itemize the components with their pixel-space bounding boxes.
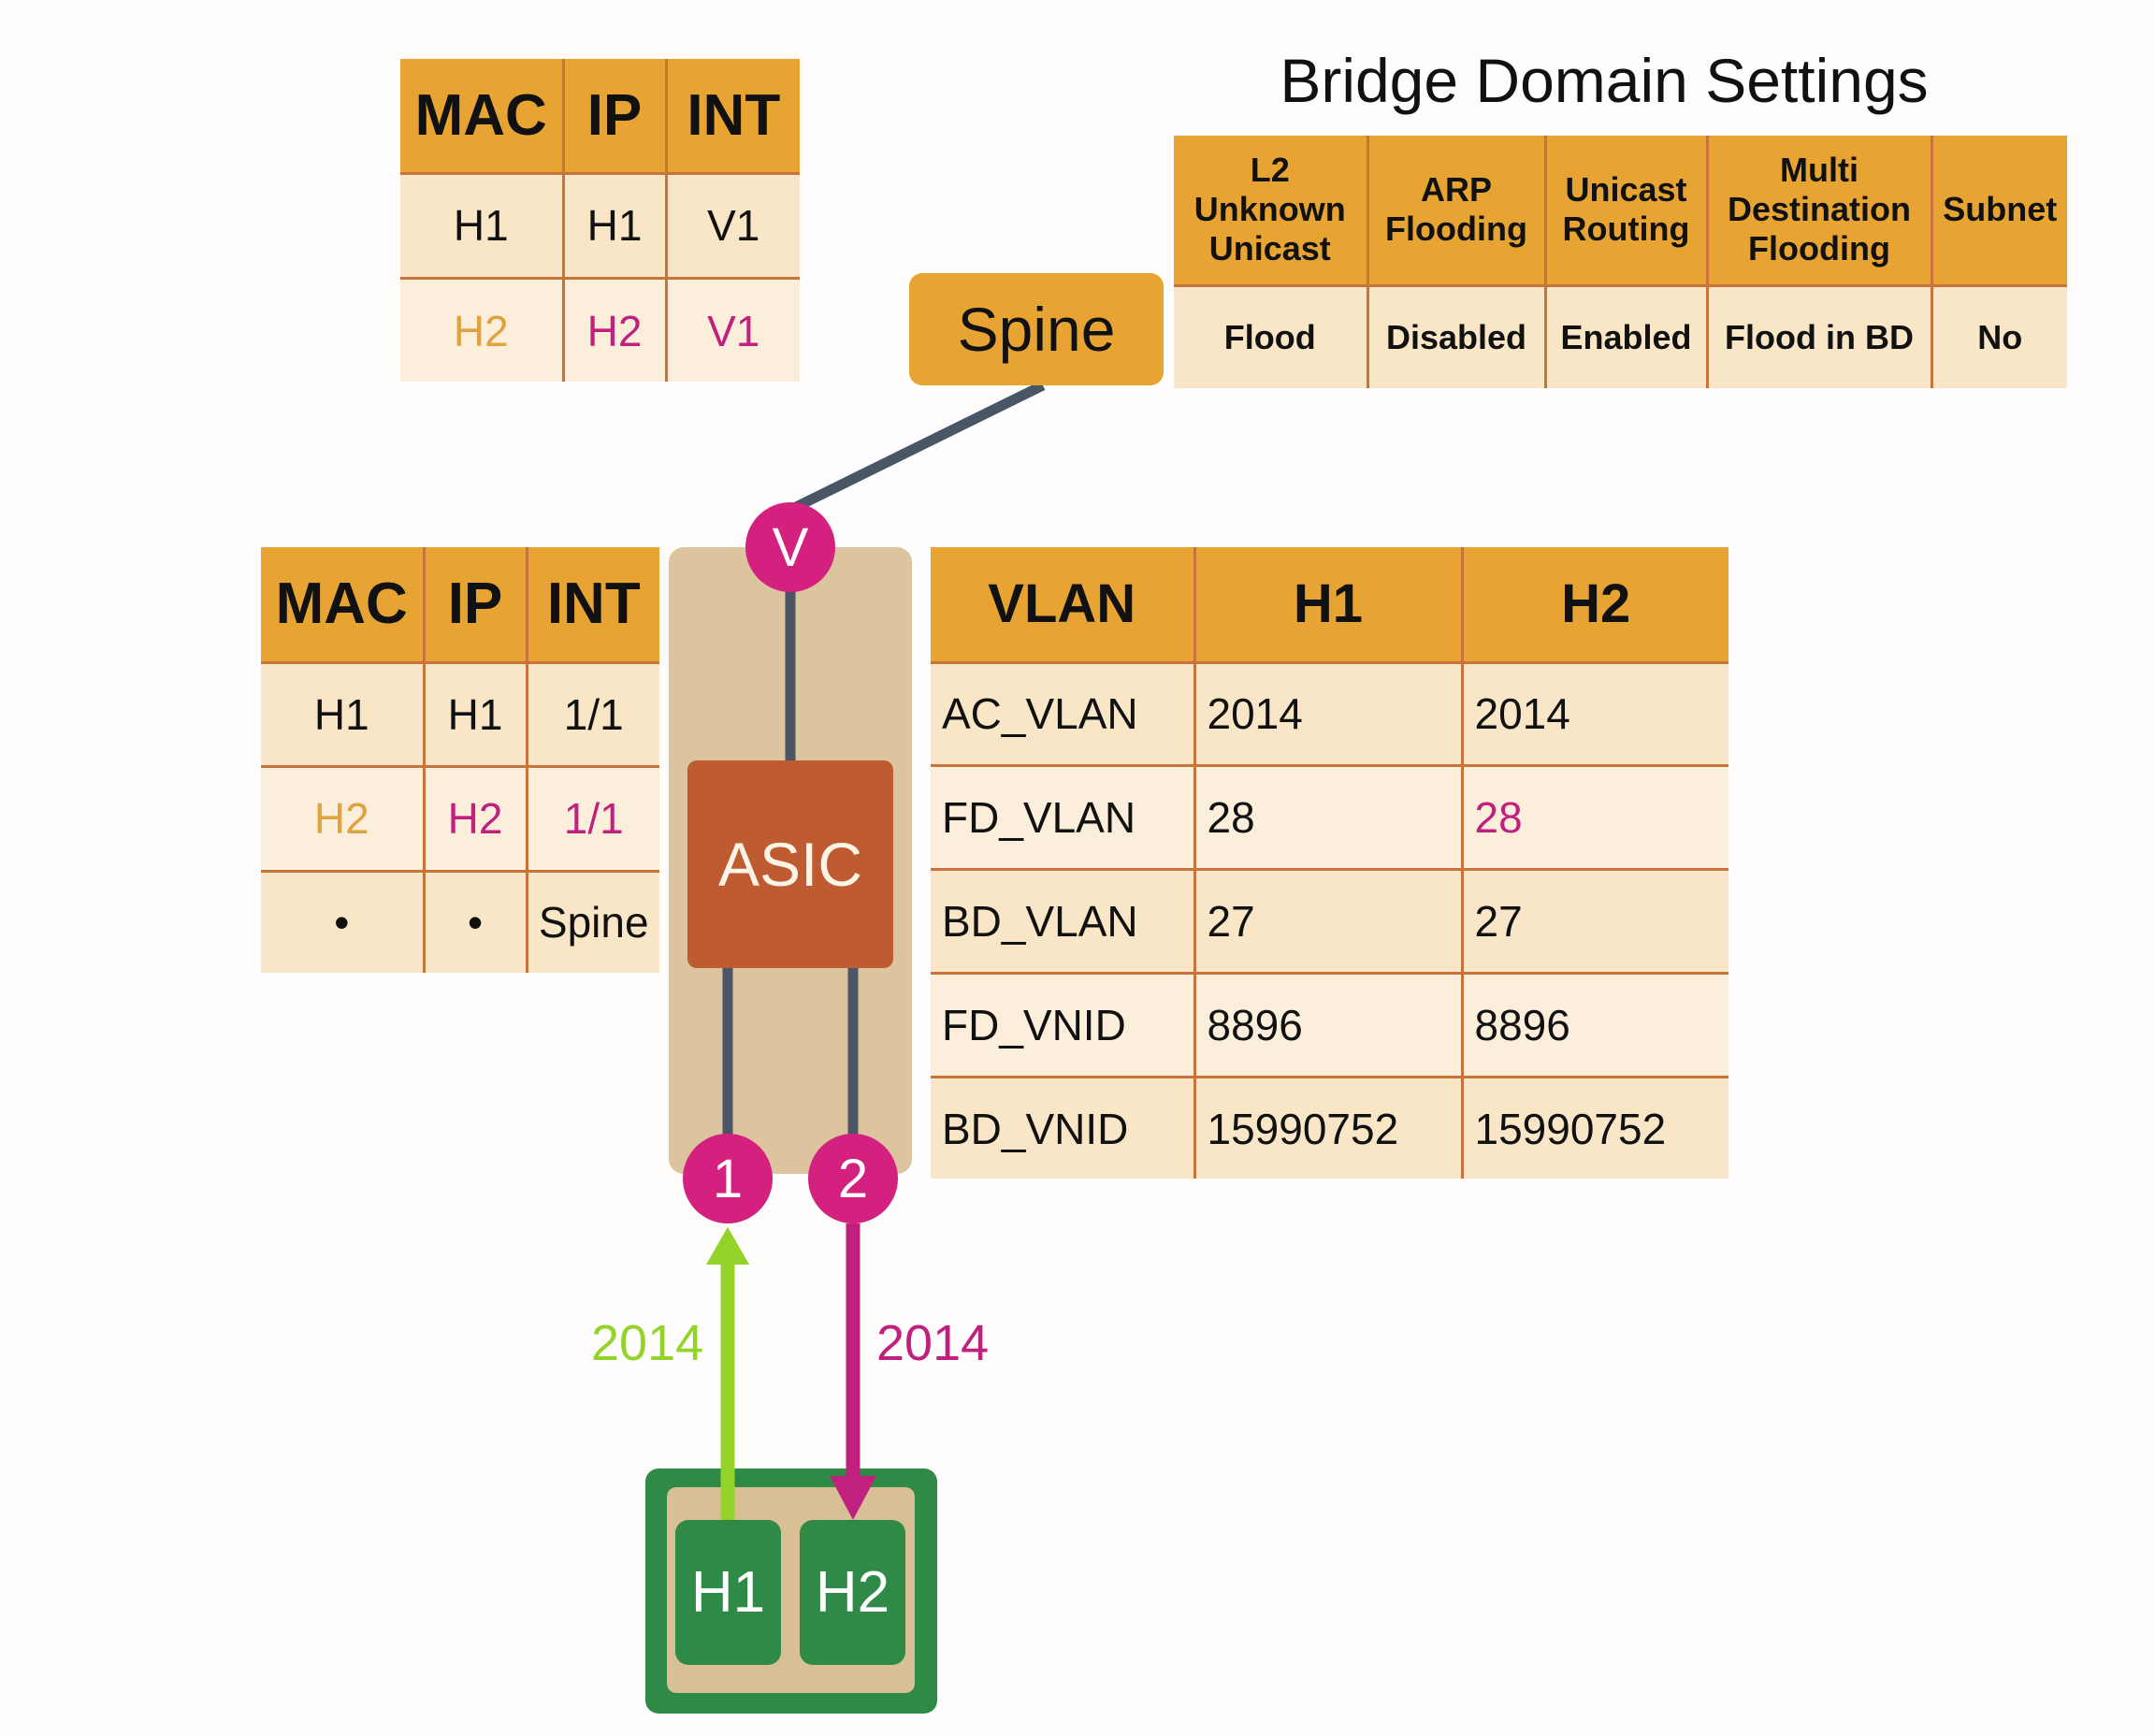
header-line: Unicast <box>1565 170 1687 210</box>
header-line: Routing <box>1562 210 1690 249</box>
cell-int: V1 <box>664 171 800 281</box>
table-row: H1 H1 1/1 <box>261 660 659 769</box>
cell-h2: 28 <box>1460 764 1728 872</box>
table-row: AC_VLAN 2014 2014 <box>931 660 1728 768</box>
cell-int: V1 <box>664 277 800 382</box>
cell-ip: H1 <box>561 171 668 281</box>
vtep-port: V <box>745 502 835 592</box>
table-row: H1 H1 V1 <box>400 171 800 281</box>
header-line: Destination <box>1727 190 1911 229</box>
cell-h2: 8896 <box>1460 972 1728 1079</box>
spine-to-vtep-link <box>788 381 1046 514</box>
cell-h2: 27 <box>1460 868 1728 976</box>
header-mac: MAC <box>400 59 565 175</box>
header-line: Multi <box>1780 151 1859 190</box>
header-line: L2 <box>1250 151 1290 190</box>
cell-mac: H2 <box>400 277 565 382</box>
value-subnet: No <box>1930 283 2067 388</box>
header-line: Unknown <box>1193 190 1346 229</box>
cell-vlan-name: AC_VLAN <box>931 660 1196 768</box>
table-row: BD_VNID 15990752 15990752 <box>931 1076 1728 1179</box>
spine-mac-table: MAC IP INT H1 H1 V1 H2 H2 V1 <box>400 59 800 382</box>
header-line: Subnet <box>1943 190 2058 229</box>
cell-ip: • <box>422 869 528 973</box>
asic-block: ASIC <box>687 760 893 968</box>
leaf-mac-table: MAC IP INT H1 H1 1/1 H2 H2 1/1 • • Spine <box>261 547 659 973</box>
header-h1: H1 <box>1193 547 1464 664</box>
header-int: INT <box>525 547 659 664</box>
cell-int: 1/1 <box>525 765 659 873</box>
cell-int: 1/1 <box>525 660 659 769</box>
table-row: Flood Disabled Enabled Flood in BD No <box>1174 283 2067 388</box>
table-row: H2 H2 V1 <box>400 277 800 382</box>
table-row: BD_VLAN 27 27 <box>931 868 1728 976</box>
cell-vlan-name: FD_VNID <box>931 972 1196 1079</box>
value-l2-unknown-unicast: Flood <box>1174 283 1369 388</box>
table-header-row: MAC IP INT <box>400 59 800 175</box>
header-ip: IP <box>422 547 528 664</box>
cell-mac: H1 <box>261 660 426 769</box>
cell-int: Spine <box>525 869 659 973</box>
cell-vlan-name: FD_VLAN <box>931 764 1196 872</box>
table-header-row: VLAN H1 H2 <box>931 547 1728 664</box>
spine-node: Spine <box>909 273 1164 385</box>
cell-ip: H1 <box>422 660 528 769</box>
cell-h1: 15990752 <box>1193 1076 1464 1179</box>
cell-h2: 15990752 <box>1460 1076 1728 1179</box>
header-mac: MAC <box>261 547 426 664</box>
h1-flow-label: 2014 <box>591 1315 704 1371</box>
cell-h1: 2014 <box>1193 660 1464 768</box>
cell-ip: H2 <box>561 277 668 382</box>
table-row: • • Spine <box>261 869 659 973</box>
port-1: 1 <box>683 1134 773 1223</box>
header-line: Unicast <box>1208 229 1331 268</box>
table-row: FD_VNID 8896 8896 <box>931 972 1728 1079</box>
table-header-row: MAC IP INT <box>261 547 659 664</box>
cell-h1: 8896 <box>1193 972 1464 1079</box>
bridge-domain-title: Bridge Domain Settings <box>1280 46 1929 115</box>
header-line: Flooding <box>1748 229 1890 268</box>
header-line: Flooding <box>1385 210 1527 249</box>
cell-h2: 2014 <box>1460 660 1728 768</box>
header-h2: H2 <box>1460 547 1728 664</box>
host-h1: H1 <box>675 1520 781 1665</box>
value-multi-destination-flooding: Flood in BD <box>1705 283 1933 388</box>
port-2: 2 <box>808 1134 898 1223</box>
h1-flow-arrow <box>706 1227 749 1520</box>
cell-mac: • <box>261 869 426 973</box>
cell-h1: 27 <box>1193 868 1464 976</box>
h2-flow-arrow <box>830 1223 876 1520</box>
header-int: INT <box>664 59 800 175</box>
table-row: FD_VLAN 28 28 <box>931 764 1728 872</box>
cell-mac: H2 <box>261 765 426 873</box>
cell-vlan-name: BD_VLAN <box>931 868 1196 976</box>
vlan-table: VLAN H1 H2 AC_VLAN 2014 2014 FD_VLAN 28 … <box>931 547 1728 1179</box>
header-vlan: VLAN <box>931 547 1196 664</box>
cell-h1: 28 <box>1193 764 1464 872</box>
header-subnet: Subnet <box>1930 136 2067 287</box>
header-line: ARP <box>1420 170 1492 210</box>
table-row: H2 H2 1/1 <box>261 765 659 873</box>
host-h2: H2 <box>800 1520 905 1665</box>
value-unicast-routing: Enabled <box>1543 283 1709 388</box>
value-arp-flooding: Disabled <box>1366 283 1547 388</box>
cell-mac: H1 <box>400 171 565 281</box>
h2-flow-label: 2014 <box>876 1315 990 1371</box>
cell-vlan-name: BD_VNID <box>931 1076 1196 1179</box>
header-ip: IP <box>561 59 668 175</box>
cell-ip: H2 <box>422 765 528 873</box>
